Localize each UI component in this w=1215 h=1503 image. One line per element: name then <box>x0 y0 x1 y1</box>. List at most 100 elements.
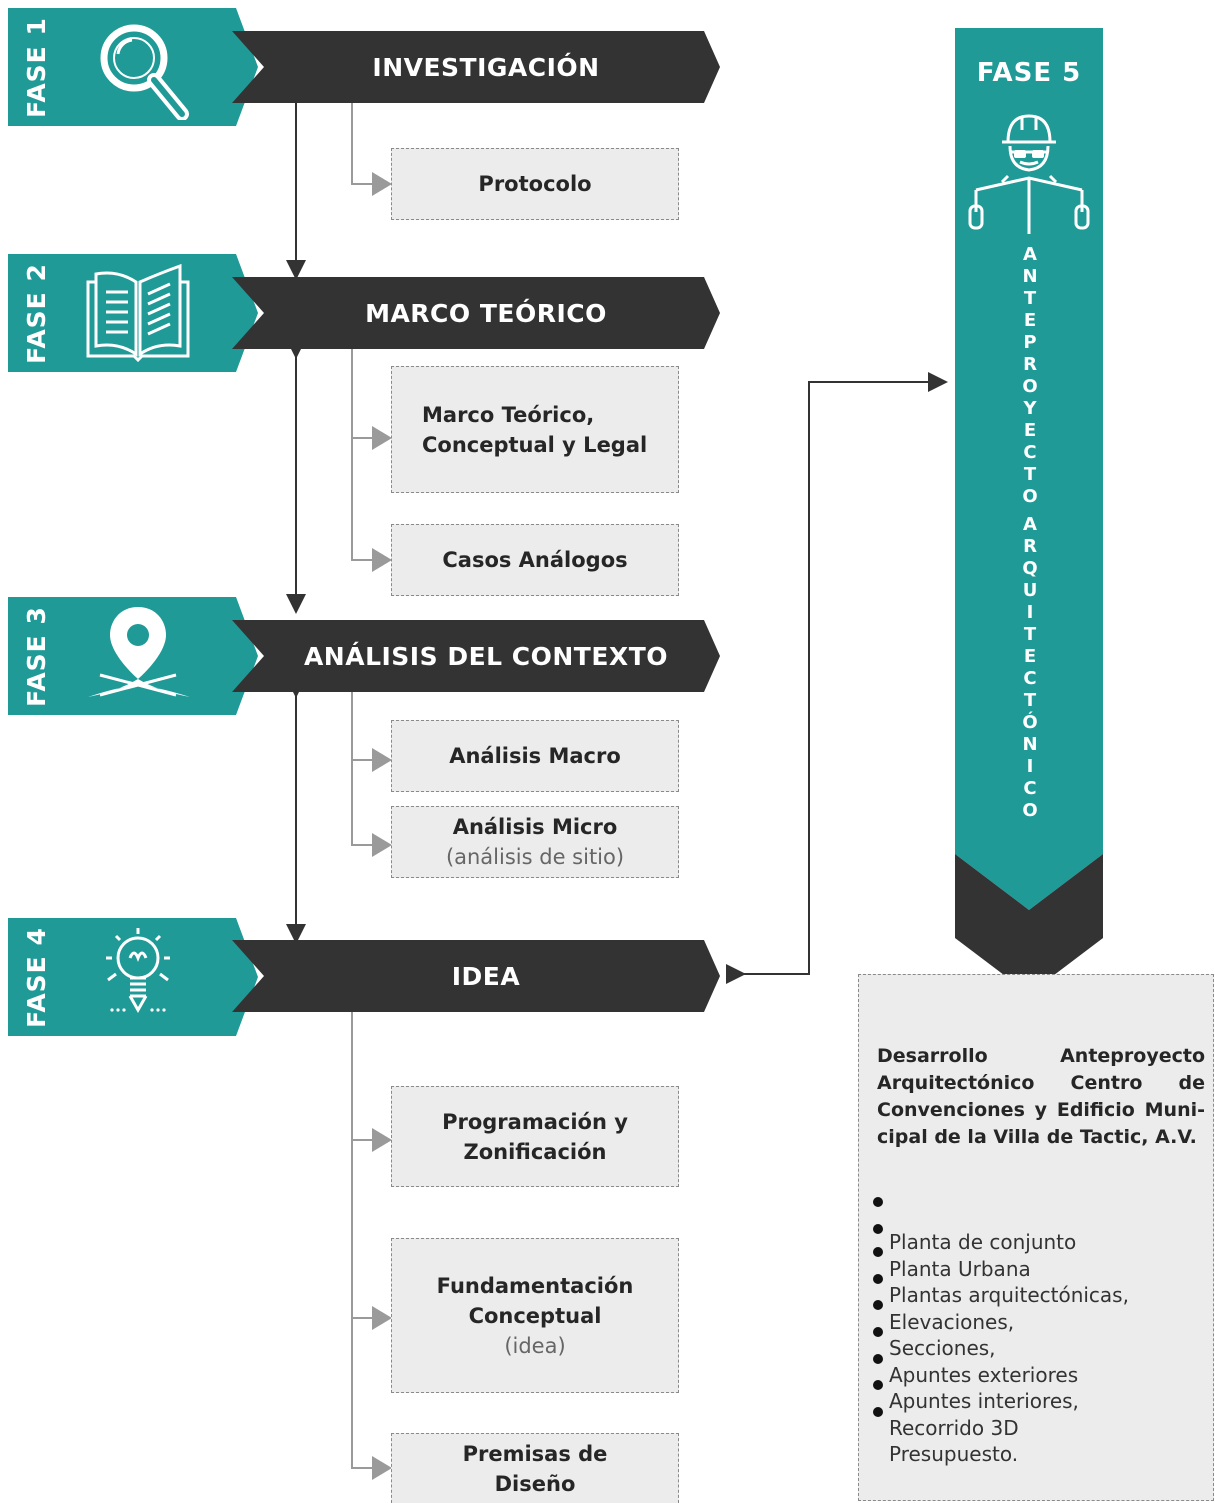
vertical-letter: P <box>1023 332 1037 353</box>
fase5-column <box>955 28 1103 994</box>
box-subtitle: (análisis de sitio) <box>445 845 625 869</box>
vertical-letter: R <box>1023 354 1037 375</box>
deliverables-title: Desarrollo Anteproyecto Arquitectónico C… <box>877 1045 1205 1148</box>
box-title: Análisis Micro <box>452 815 618 839</box>
vertical-letter: R <box>1023 536 1037 557</box>
bullet-dot <box>873 1274 883 1284</box>
vertical-letter: E <box>1023 646 1037 667</box>
box-analisis-micro: Análisis Micro (análisis de sitio) <box>391 806 679 878</box>
branch-macro <box>351 690 392 772</box>
location-pin-icon <box>88 607 190 697</box>
box-line-2: Zonificación <box>463 1139 607 1164</box>
phase-banner-idea: IDEA <box>232 940 720 1012</box>
box-marco-teorico: Marco Teórico, Conceptual y Legal <box>391 366 679 493</box>
bullet-dot <box>873 1300 883 1310</box>
vertical-letter: U <box>1022 580 1038 601</box>
vertical-letter: T <box>1023 690 1037 711</box>
box-fundamentacion: Fundamentación Conceptual (idea) <box>391 1238 679 1393</box>
bullet-dot <box>873 1327 883 1337</box>
bullet-dot <box>873 1354 883 1364</box>
phase-tag-label: FASE 1 <box>21 16 51 118</box>
box-line-2: Conceptual <box>468 1303 602 1328</box>
deliverable-item: Plantas arquitectónicas, <box>889 1283 1129 1307</box>
vertical-letter: E <box>1023 420 1037 441</box>
vertical-letter: T <box>1023 624 1037 645</box>
phase-tag-3: FASE 3 <box>8 597 258 715</box>
vertical-letter: O <box>1022 486 1038 507</box>
vertical-letter: A <box>1023 244 1037 265</box>
vertical-letter: C <box>1023 442 1037 463</box>
idea-fase5-connector <box>726 372 948 984</box>
deliverable-item: Apuntes exteriores <box>889 1362 1079 1387</box>
box-line-1: Fundamentación <box>436 1273 634 1298</box>
deliverable-item: Secciones, <box>889 1336 996 1360</box>
branch-protocolo <box>351 102 392 196</box>
bullet-dot <box>873 1380 883 1390</box>
phase-title: ANÁLISIS DEL CONTEXTO <box>303 641 669 671</box>
phase-banner-marco-teorico: MARCO TEÓRICO <box>232 277 720 349</box>
vertical-letter: C <box>1023 668 1037 689</box>
fase5-title: FASE 5 <box>976 58 1082 88</box>
deliverable-item: Presupuesto. <box>889 1442 1019 1466</box>
vertical-letter: Y <box>1023 398 1037 419</box>
vertical-letter: T <box>1023 288 1037 309</box>
box-title: Análisis Macro <box>449 744 621 768</box>
vertical-letter: O <box>1022 376 1038 397</box>
branch-micro <box>351 760 392 857</box>
phase-tag-label: FASE 3 <box>21 605 51 707</box>
deliverable-item: Planta de conjunto <box>889 1230 1077 1254</box>
box-title: Protocolo <box>478 172 592 196</box>
vertical-letter: O <box>1022 800 1038 821</box>
vertical-letter: Q <box>1022 558 1038 579</box>
phase-tag-2: FASE 2 <box>8 254 258 372</box>
phase-banner-investigacion: INVESTIGACIÓN <box>232 31 720 103</box>
vertical-letter: N <box>1022 266 1038 287</box>
bullet-dot <box>873 1407 883 1417</box>
magnifier-icon <box>100 24 189 120</box>
branch-programacion <box>351 1012 392 1152</box>
phase-banner-analisis-contexto: ANÁLISIS DEL CONTEXTO <box>232 620 720 692</box>
bullet-dot <box>873 1197 883 1207</box>
phase-tag-1: FASE 1 <box>8 8 258 126</box>
box-analisis-macro: Análisis Macro <box>391 720 679 792</box>
branch-fundamentacion <box>351 1140 392 1330</box>
vertical-letter: I <box>1026 602 1034 623</box>
bullet-dot <box>873 1224 883 1234</box>
phase-title: IDEA <box>451 961 521 991</box>
branch-casos <box>351 438 392 572</box>
branch-marco <box>351 348 392 450</box>
vertical-letter: T <box>1023 464 1037 485</box>
vertical-letter: E <box>1023 310 1037 331</box>
vertical-letter: C <box>1023 778 1037 799</box>
box-line-1: Marco Teórico, <box>422 402 595 427</box>
lightbulb-icon <box>106 928 170 1014</box>
box-line-1: Programación y <box>442 1109 628 1134</box>
phase-tag-4: FASE 4 <box>8 918 258 1036</box>
deliverable-item: Elevaciones, <box>889 1309 1015 1334</box>
bullet-dot <box>873 1247 883 1257</box>
box-line-2: Conceptual y Legal <box>422 432 648 457</box>
box-line-1: Premisas de <box>462 1441 608 1466</box>
box-protocolo: Protocolo <box>391 148 679 220</box>
vertical-letter: A <box>1023 514 1037 535</box>
open-book-icon <box>86 263 190 363</box>
phase-tag-label: FASE 4 <box>21 926 51 1028</box>
box-subtitle: (idea) <box>504 1333 566 1358</box>
branch-premisas <box>351 1318 392 1480</box>
box-premisas: Premisas de Diseño <box>391 1433 679 1503</box>
box-line-2: Diseño <box>494 1471 576 1496</box>
vertical-letter: Ó <box>1022 712 1038 733</box>
deliverable-item: Planta Urbana <box>889 1256 1031 1281</box>
deliverable-item: Apuntes interiores, <box>889 1389 1079 1413</box>
deliverable-item: Recorrido 3D <box>889 1415 1019 1440</box>
phase-title: MARCO TEÓRICO <box>365 298 607 328</box>
phase-tag-label: FASE 2 <box>21 262 51 364</box>
box-title: Casos Análogos <box>442 548 628 572</box>
architect-reading-plans-icon <box>968 114 1090 234</box>
box-casos-analogos: Casos Análogos <box>391 524 679 596</box>
vertical-letter: I <box>1026 756 1034 777</box>
